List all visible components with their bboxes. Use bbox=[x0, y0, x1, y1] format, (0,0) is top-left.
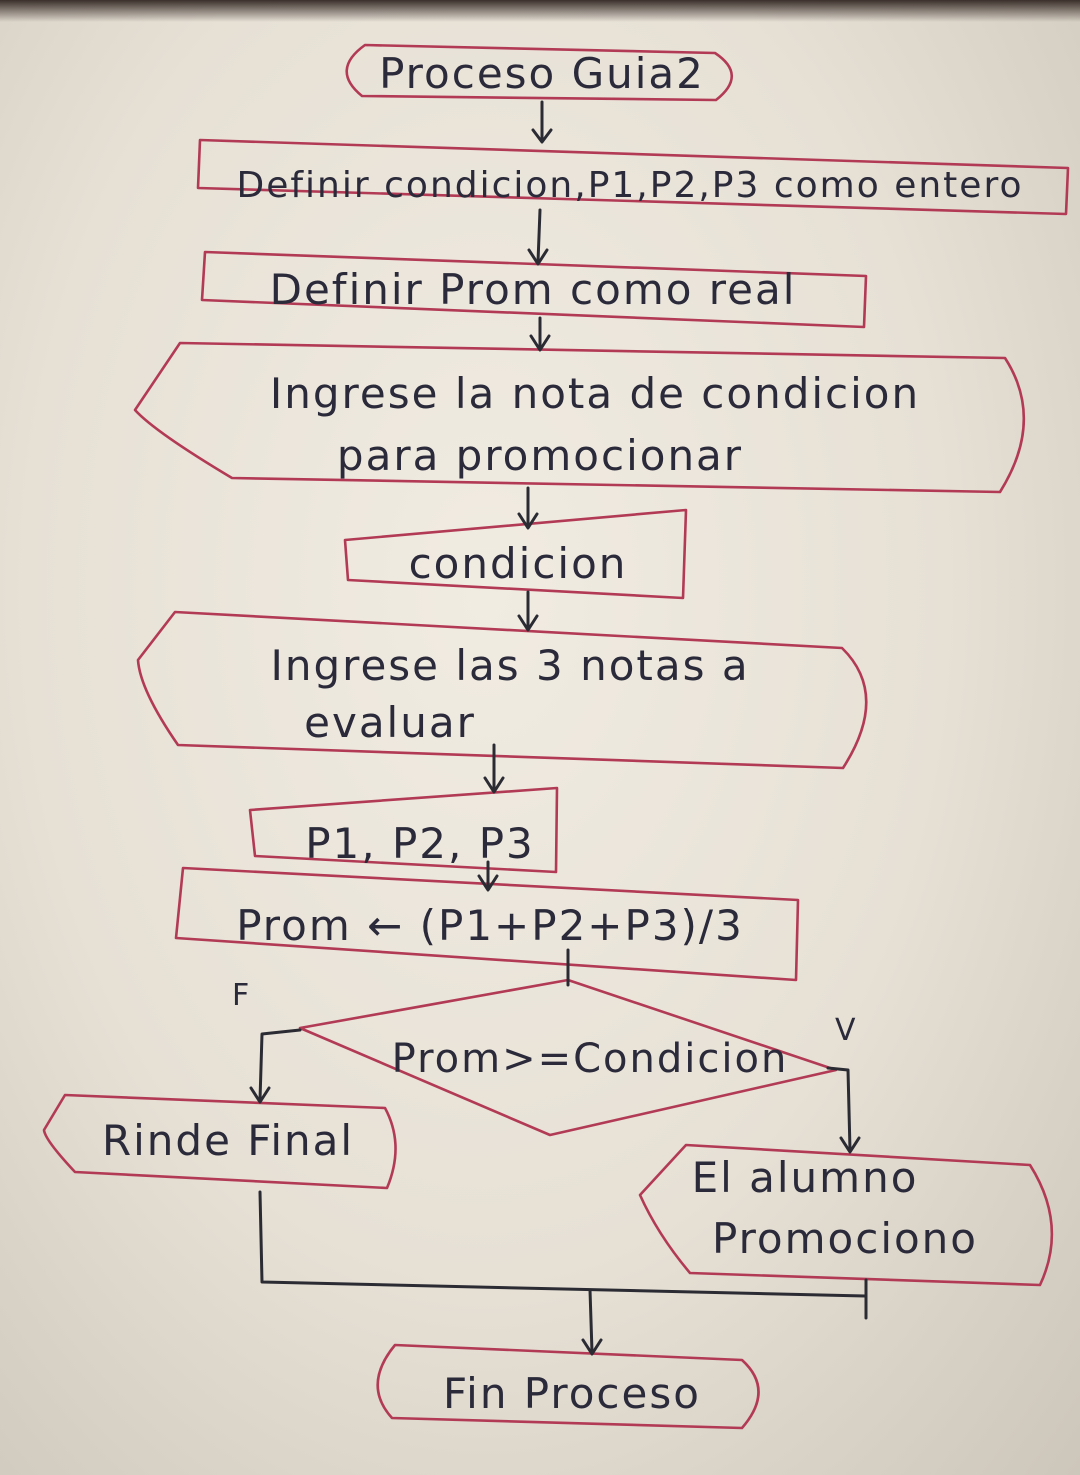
read-condition-input: condicion bbox=[343, 508, 688, 600]
prompt-condition-display: Ingrese la nota de condicion para promoc… bbox=[133, 341, 1026, 494]
flow-arrow-2 bbox=[527, 208, 549, 266]
read-condition-label: condicion bbox=[409, 539, 628, 588]
branch-label-false: F bbox=[232, 978, 249, 1013]
output-true-line2: Promociono bbox=[712, 1214, 978, 1263]
output-true-display: El alumno Promociono bbox=[638, 1143, 1054, 1287]
compute-average-process: Prom ← (P1+P2+P3)/3 bbox=[174, 866, 800, 982]
page-edge-shadow bbox=[0, 0, 1080, 22]
define-integer-label: Definir condicion,P1,P2,P3 como entero bbox=[237, 165, 1024, 206]
flow-arrow-7 bbox=[477, 860, 499, 892]
flow-arrow-5 bbox=[517, 590, 539, 632]
end-node: Fin Proceso bbox=[376, 1343, 760, 1430]
start-node: Proceso Guia2 bbox=[345, 43, 733, 102]
flow-arrow-6 bbox=[483, 743, 505, 794]
read-grades-input: P1, P2, P3 bbox=[248, 786, 559, 874]
end-label: Fin Proceso bbox=[443, 1369, 701, 1418]
flow-branch-false bbox=[249, 1028, 302, 1104]
define-real-label: Definir Prom como real bbox=[270, 265, 797, 314]
flow-branch-true bbox=[826, 1066, 861, 1154]
prompt-condition-line2: para promocionar bbox=[337, 431, 743, 480]
prompt-grades-line2: evaluar bbox=[304, 698, 476, 747]
read-grades-label: P1, P2, P3 bbox=[305, 819, 535, 868]
define-integer-process: Definir condicion,P1,P2,P3 como entero bbox=[196, 138, 1070, 216]
flow-arrow-4 bbox=[517, 486, 539, 530]
branch-label-true: V bbox=[835, 1013, 856, 1048]
prompt-grades-display: Ingrese las 3 notas a evaluar bbox=[136, 610, 868, 770]
start-label: Proceso Guia2 bbox=[379, 49, 705, 98]
flow-arrow-3 bbox=[529, 316, 551, 352]
output-true-line1: El alumno bbox=[692, 1153, 919, 1202]
flow-arrow-1 bbox=[531, 100, 553, 144]
define-real-process: Definir Prom como real bbox=[200, 250, 868, 329]
prompt-condition-line1: Ingrese la nota de condicion bbox=[270, 369, 920, 418]
flow-merge bbox=[258, 1190, 868, 1356]
output-false-display: Rinde Final bbox=[42, 1093, 397, 1190]
output-false-label: Rinde Final bbox=[102, 1116, 354, 1165]
prompt-grades-line1: Ingrese las 3 notas a bbox=[270, 641, 749, 690]
compute-average-label: Prom ← (P1+P2+P3)/3 bbox=[236, 901, 744, 950]
decision-label: Prom>=Condicion bbox=[392, 1036, 789, 1082]
decision-node: Prom>=Condicion bbox=[298, 978, 838, 1137]
